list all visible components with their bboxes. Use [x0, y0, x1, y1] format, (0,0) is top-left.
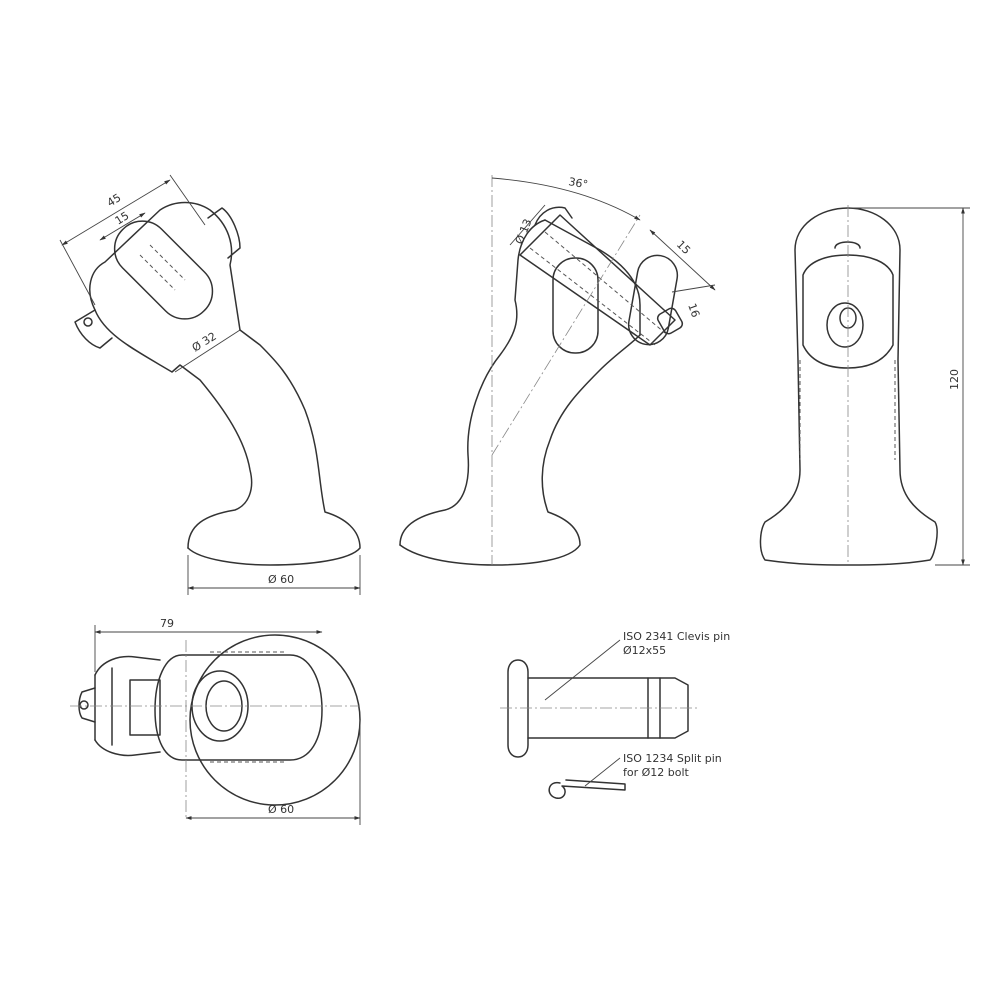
- clevis-pin-label-1: ISO 2341 Clevis pin: [623, 630, 730, 643]
- dim-top-length: 79: [160, 617, 174, 630]
- end-view: 120: [759, 205, 970, 566]
- dim-front-width: 45: [105, 191, 124, 209]
- top-view: 79 Ø 60: [70, 617, 361, 825]
- dim-side-pin: 16: [685, 302, 702, 320]
- dim-side-angle: 36°: [567, 175, 588, 191]
- front-view: 45 15 Ø 32 Ø 60: [59, 174, 361, 595]
- dim-end-height: 120: [948, 369, 961, 390]
- dim-front-slot: 15: [113, 209, 132, 227]
- side-view: 36° Ø 13 15 16: [399, 175, 716, 566]
- clevis-pin-label-2: Ø12x55: [623, 644, 666, 657]
- split-pin-label-2: for Ø12 bolt: [623, 766, 690, 779]
- split-pin-drawing: ISO 1234 Split pin for Ø12 bolt: [548, 752, 722, 799]
- dim-side-hole: Ø 13: [513, 217, 535, 246]
- dim-front-base: Ø 60: [268, 573, 294, 586]
- dim-front-neck: Ø 32: [190, 330, 219, 355]
- clevis-pin-drawing: ISO 2341 Clevis pin Ø12x55: [500, 630, 730, 758]
- dim-top-base: Ø 60: [268, 803, 294, 816]
- split-pin-label-1: ISO 1234 Split pin: [623, 752, 722, 765]
